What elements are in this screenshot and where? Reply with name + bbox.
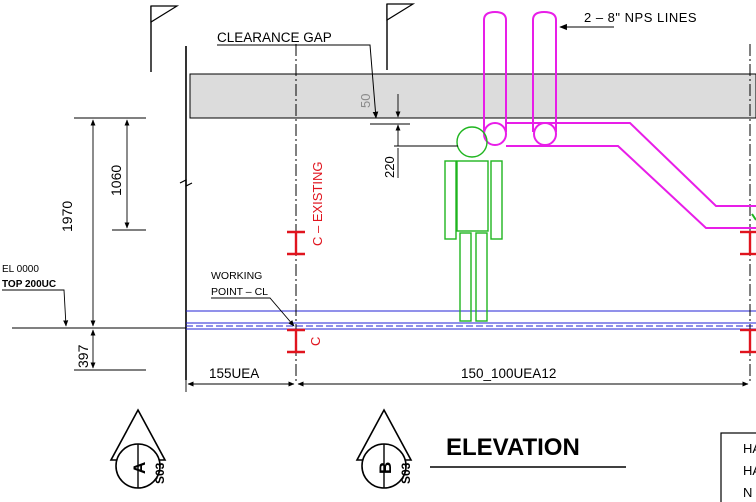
dim-397-text: 397 [75,344,91,368]
dimension-1970: 1970 [59,117,146,327]
title-block-line-1: HA [743,441,756,456]
clearance-gap-label: CLEARANCE GAP [217,30,332,45]
view-title: ELEVATION [446,434,580,461]
title-block: HA HA N [720,432,756,502]
title-block-line-2: HA [743,463,756,478]
title-block-line-3: N [743,485,752,500]
dim-1060-text: 1060 [108,165,124,196]
working-point-label-1: WORKING [211,270,262,282]
elevation-label-2: TOP 200UC [2,279,56,290]
column-marker-right-2 [740,328,756,354]
marker-b-letter: B [376,462,395,474]
dimension-50: 50 [358,94,410,146]
working-point-label-2: POINT – CL [211,286,268,298]
dim-50-text: 50 [358,94,373,108]
dimension-397: 397 [12,327,186,371]
dim-150-text: 150_100UEA12 [461,366,556,381]
dimension-1060: 1060 [108,119,146,231]
column-marker-right-1 [740,230,756,256]
clearance-band [189,73,756,119]
column-c-label: C [308,337,323,346]
marker-b-sheet: S03 [399,462,413,484]
pipes-callout-label: 2 – 8" NPS LINES [584,10,697,25]
column-existing-label: C – EXISTING [310,161,325,246]
pipes [483,10,756,229]
dimension-220: 220 [382,145,458,178]
section-marker-a: A S03 [109,408,167,489]
pipe-end-mark [751,213,756,221]
dim-1970-text: 1970 [59,201,75,232]
column-marker-c [287,328,305,354]
flag-marker-left [150,5,180,72]
dim-155-text: 155UEA [209,366,259,381]
elevation-label-1: EL 0000 [2,264,39,275]
marker-a-sheet: S03 [153,462,167,484]
flag-marker-right [386,3,416,70]
dimension-bottom: 155UEA 150_100UEA12 [185,366,749,392]
section-marker-b: B S03 [355,408,413,489]
break-mark [179,179,193,187]
person-figure [444,126,503,322]
dim-220-text: 220 [382,156,397,178]
column-marker-existing [287,230,305,256]
marker-a-letter: A [130,462,149,474]
